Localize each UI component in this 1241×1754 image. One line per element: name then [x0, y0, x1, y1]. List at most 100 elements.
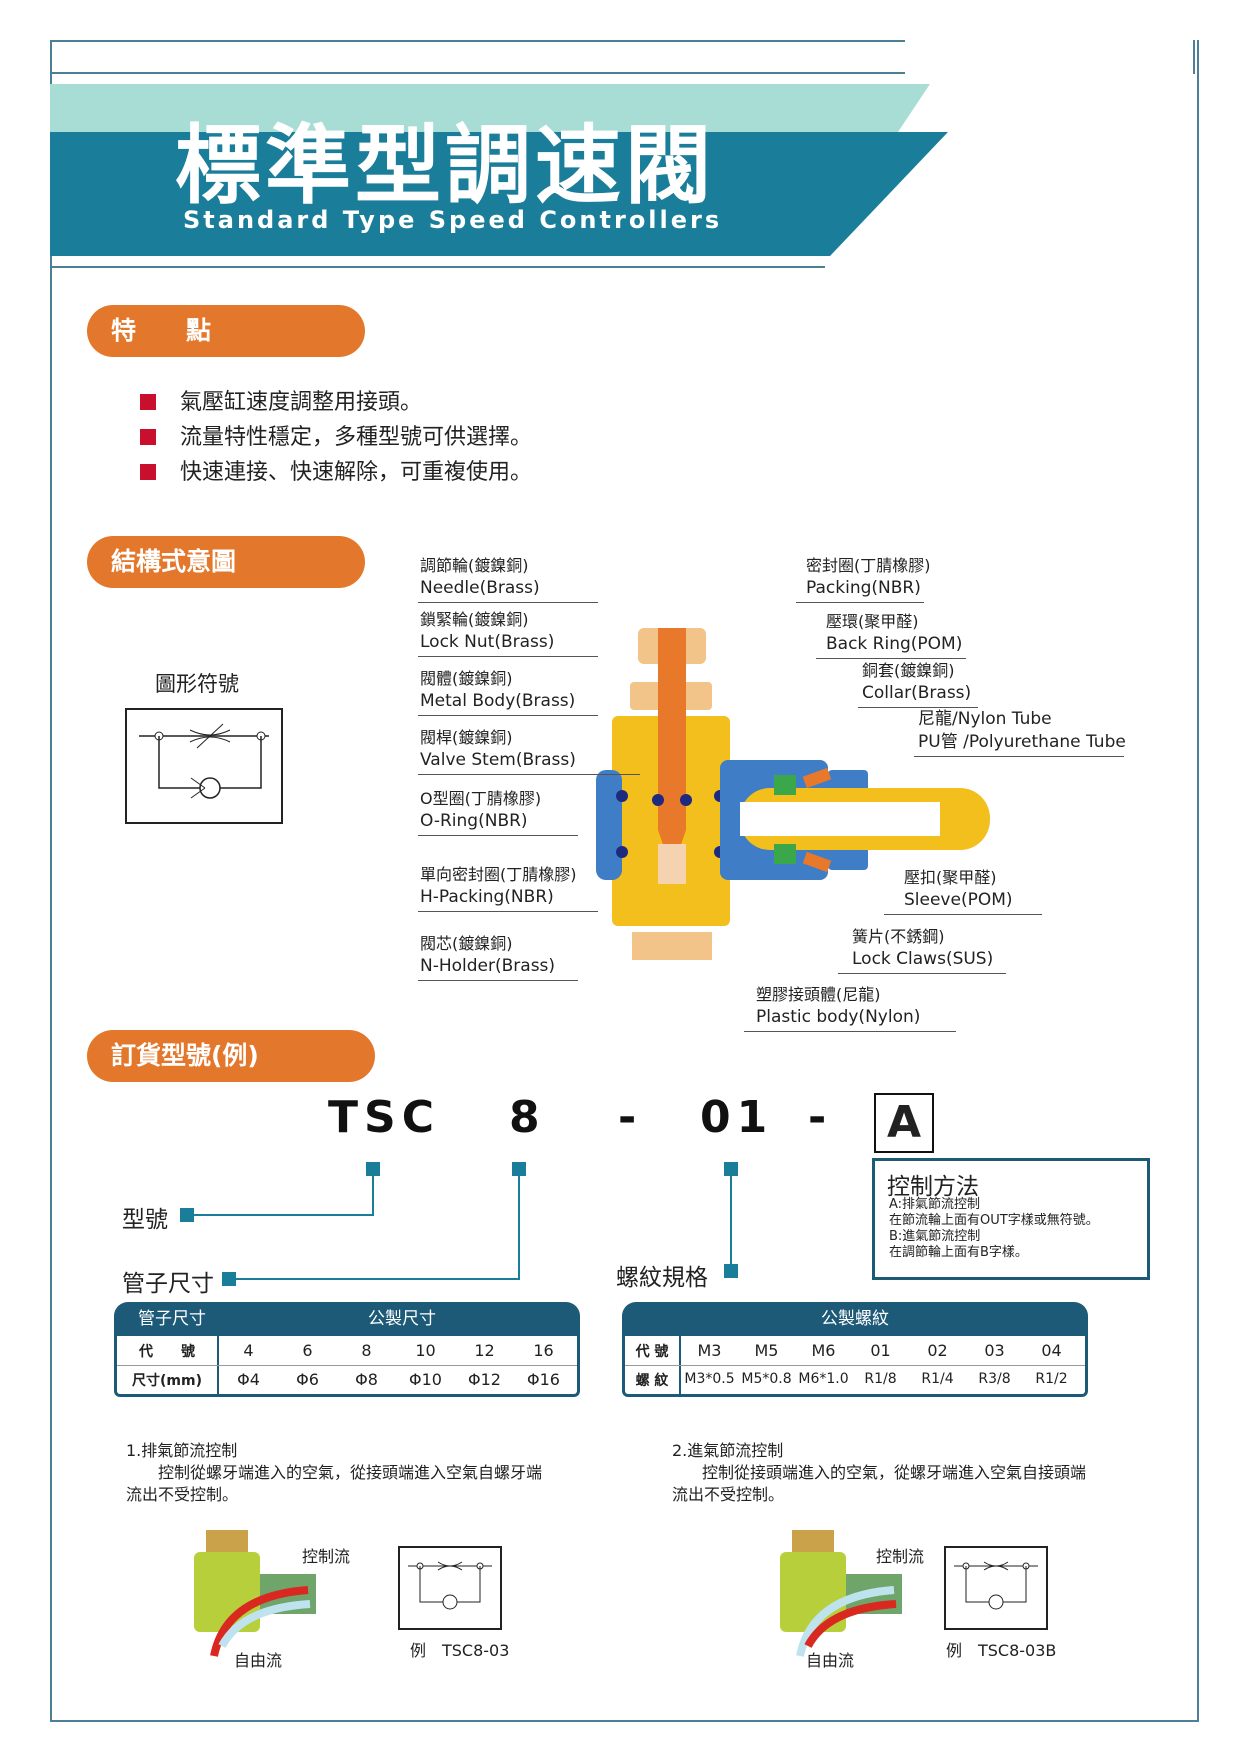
tube-code: 4	[243, 1341, 254, 1360]
tube-code: 16	[533, 1341, 554, 1360]
tube-table-head-right: 公製尺寸	[368, 1309, 436, 1329]
feature-item: 快速連接、快速解除，可重複使用。	[140, 454, 532, 486]
tube-code: 12	[474, 1341, 495, 1360]
thread-code: M5	[754, 1341, 779, 1360]
tube-size: Φ16	[527, 1370, 560, 1389]
frame-right-tab	[1193, 40, 1195, 74]
mode1-desc: 控制從螺牙端進入的空氣，從接頭端進入空氣自螺牙端	[158, 1463, 543, 1482]
label-needle: 調節輪(鍍鎳銅)Needle(Brass)	[420, 556, 540, 598]
label-plastic-body: 塑膠接頭體(尼龍)Plastic body(Nylon)	[756, 985, 921, 1027]
frame-top-line	[50, 40, 905, 42]
leader-line	[418, 602, 598, 603]
leader-line	[418, 656, 598, 657]
leader-line	[418, 715, 598, 716]
code-thread: 01	[700, 1092, 774, 1143]
thread-spec: M6*1.0	[798, 1371, 849, 1387]
leader-line	[838, 973, 1006, 974]
leader-line	[418, 980, 578, 981]
marker	[512, 1162, 526, 1176]
mode2-symbol	[944, 1546, 1048, 1630]
features-heading: 特 點	[87, 305, 365, 357]
tube-size: Φ4	[237, 1370, 260, 1389]
mode1-control-flow: 控制流	[302, 1547, 351, 1566]
page-frame	[50, 40, 1199, 1722]
header-banner	[50, 84, 948, 256]
marker	[724, 1162, 738, 1176]
mode1-free-flow: 自由流	[234, 1651, 283, 1670]
thread-spec: R1/4	[921, 1371, 954, 1387]
thread-spec: R3/8	[978, 1371, 1011, 1387]
frame-header-bottom-line	[50, 266, 825, 268]
field-tube-size: 管子尺寸	[122, 1271, 214, 1297]
thread-code: 03	[984, 1341, 1005, 1360]
marker	[180, 1208, 194, 1222]
ordering-heading: 訂貨型號(例)	[87, 1030, 375, 1082]
symbol-label: 圖形符號	[155, 672, 239, 696]
structure-heading: 結構式意圖	[87, 536, 365, 588]
control-line: 在節流輪上面有OUT字樣或無符號。	[889, 1213, 1099, 1228]
control-line: 在調節輪上面有B字樣。	[889, 1245, 1028, 1260]
mode1-desc: 流出不受控制。	[126, 1485, 239, 1504]
speed-controller-cutaway	[596, 628, 990, 960]
label-metal-body: 閥體(鍍鎳銅)Metal Body(Brass)	[420, 669, 576, 711]
mode1-symbol	[398, 1546, 502, 1630]
label-lock-nut: 鎖緊輪(鍍鎳銅)Lock Nut(Brass)	[420, 610, 555, 652]
control-method-box: 控制方法 A:排氣節流控制 在節流輪上面有OUT字樣或無符號。 B:進氣節流控制…	[872, 1158, 1150, 1280]
mode1-title: 1.排氣節流控制	[126, 1441, 238, 1460]
label-sleeve: 壓扣(聚甲醛)Sleeve(POM)	[904, 868, 1013, 910]
thread-spec: R1/8	[864, 1371, 897, 1387]
thread-table: 代 號 螺 紋 M3 M5 M6 01 02 03 04 M3*0.5 M5*0…	[622, 1336, 1088, 1397]
control-line: A:排氣節流控制	[889, 1197, 981, 1212]
tube-row1-label: 代 號	[139, 1344, 195, 1360]
tube-size: Φ10	[409, 1370, 442, 1389]
thread-row1-label: 代 號	[635, 1344, 669, 1360]
label-back-ring: 壓環(聚甲醛)Back Ring(POM)	[826, 612, 963, 654]
connector	[194, 1214, 374, 1216]
control-method-title: 控制方法	[887, 1174, 979, 1200]
thread-code: M6	[811, 1341, 836, 1360]
code-control: A	[874, 1093, 934, 1153]
tube-table-header: 管子尺寸 公製尺寸	[114, 1302, 580, 1336]
thread-spec: M3*0.5	[684, 1371, 735, 1387]
flow-control-symbol	[125, 708, 283, 824]
leader-line	[796, 602, 924, 603]
leader-line	[744, 1031, 956, 1032]
mode2-example: 例 TSC8-03B	[946, 1641, 1057, 1660]
mode2-control-flow: 控制流	[876, 1547, 925, 1566]
leader-line	[816, 658, 966, 659]
frame-top-line-2	[50, 72, 905, 74]
thread-row2-label: 螺 紋	[635, 1373, 669, 1389]
thread-code: 02	[927, 1341, 948, 1360]
connector	[372, 1176, 374, 1216]
control-line: B:進氣節流控制	[889, 1229, 981, 1244]
field-thread: 螺紋規格	[616, 1265, 708, 1291]
label-o-ring: O型圈(丁腈橡膠)O-Ring(NBR)	[420, 789, 542, 831]
tube-size: Φ8	[355, 1370, 378, 1389]
feature-item: 流量特性穩定，多種型號可供選擇。	[140, 419, 532, 451]
leader-line	[418, 774, 640, 775]
mode2-title: 2.進氣節流控制	[672, 1441, 784, 1460]
connector	[730, 1176, 732, 1266]
connector	[518, 1176, 520, 1280]
label-h-packing: 單向密封圈(丁腈橡膠)H-Packing(NBR)	[420, 865, 577, 907]
leader-line	[858, 707, 978, 708]
code-series: TSC	[328, 1092, 440, 1143]
label-valve-stem: 閥桿(鍍鎳銅)Valve Stem(Brass)	[420, 728, 576, 770]
field-model: 型號	[122, 1207, 168, 1233]
tube-row2-label: 尺寸(mm)	[132, 1373, 202, 1389]
tube-code: 8	[361, 1341, 372, 1360]
code-separator: -	[618, 1092, 643, 1143]
page-subtitle: Standard Type Speed Controllers	[183, 206, 723, 234]
tube-code: 10	[415, 1341, 436, 1360]
feature-item: 氣壓缸速度調整用接頭。	[140, 384, 422, 416]
thread-code: M3	[697, 1341, 722, 1360]
page-title: 標準型調速閥	[175, 116, 715, 216]
marker	[724, 1264, 738, 1278]
mode2-desc: 流出不受控制。	[672, 1485, 785, 1504]
leader-line	[418, 911, 598, 912]
thread-spec: M5*0.8	[741, 1371, 792, 1387]
thread-table-header: 公製螺紋	[622, 1302, 1088, 1336]
connector	[236, 1278, 520, 1280]
code-separator: -	[808, 1092, 833, 1143]
